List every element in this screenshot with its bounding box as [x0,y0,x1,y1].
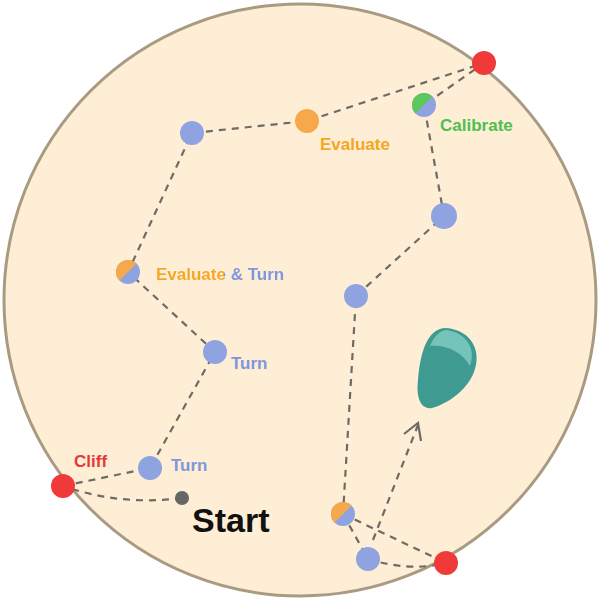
heading-arrow [373,425,418,540]
route-segment [63,63,484,514]
evaluate-half [116,260,137,281]
waypoint-dot [344,284,368,308]
waypoint-dot [431,203,457,229]
cliff-label: Cliff [74,452,107,472]
evaluate-turn-label: Evaluate & Turn [156,265,284,285]
calibrate-label: Calibrate [440,116,513,136]
route-segment [63,486,182,500]
waypoint-dot [356,547,380,571]
turn-label: Turn [231,354,268,374]
waypoint-dot [203,340,227,364]
turn-label: Turn [171,456,208,476]
cliff-dot [472,51,496,75]
waypoint-dot [180,121,204,145]
waypoint-dot [116,260,140,284]
start-dot [175,491,189,505]
waypoint-dot [138,456,162,480]
calibrate-half [412,93,433,114]
start-label: Start [192,501,269,540]
waypoint-dot [412,93,436,117]
waypoint-dot [331,502,355,526]
evaluate-half [331,502,352,523]
teal-object [418,328,477,408]
cliff-dot [51,474,75,498]
teal-highlight [430,330,472,366]
waypoint-dots [116,93,457,571]
arena-circle [4,4,596,596]
route-path [63,63,484,567]
cliff-dot [434,551,458,575]
evaluate-label: Evaluate [320,135,390,155]
evaluate-dot [295,109,319,133]
arrow-head [404,423,421,441]
